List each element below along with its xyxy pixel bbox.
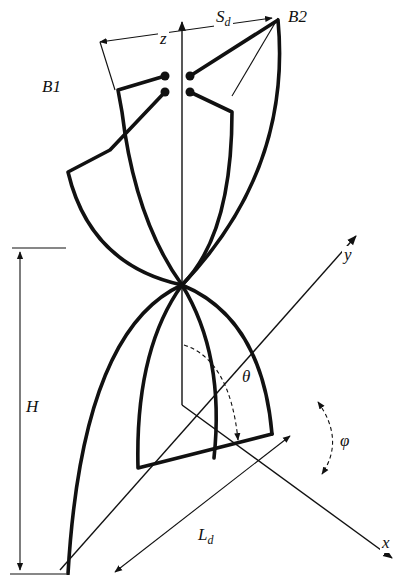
axes <box>60 22 392 570</box>
dimension-lines <box>10 18 290 574</box>
terminal-label: B2 <box>286 8 309 27</box>
dimension-label: Sd <box>214 8 233 30</box>
angle-label: φ <box>338 432 351 451</box>
dimension-label: H <box>24 398 40 417</box>
feed-terminals <box>161 72 195 97</box>
axis-label: y <box>342 246 354 265</box>
antenna-wire <box>68 20 280 574</box>
axis-label: z <box>158 30 169 49</box>
dimension-label: Ld <box>196 526 215 548</box>
angle-label: θ <box>240 368 252 387</box>
terminal-label: B1 <box>40 78 63 97</box>
axis-label: x <box>380 534 392 553</box>
